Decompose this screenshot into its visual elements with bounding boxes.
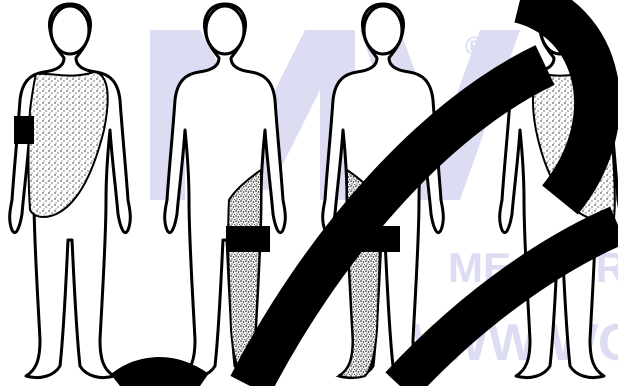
figure-1-head bbox=[51, 6, 89, 54]
figure-2-head bbox=[206, 6, 244, 54]
figure-3-head bbox=[364, 6, 402, 54]
registered-symbol: ® bbox=[465, 31, 484, 61]
figure-1-band-right-upper-arm bbox=[14, 116, 34, 144]
arc-bottom-left bbox=[120, 372, 200, 386]
figure-2-band-left-thigh bbox=[226, 226, 270, 252]
figure-1 bbox=[10, 4, 131, 378]
